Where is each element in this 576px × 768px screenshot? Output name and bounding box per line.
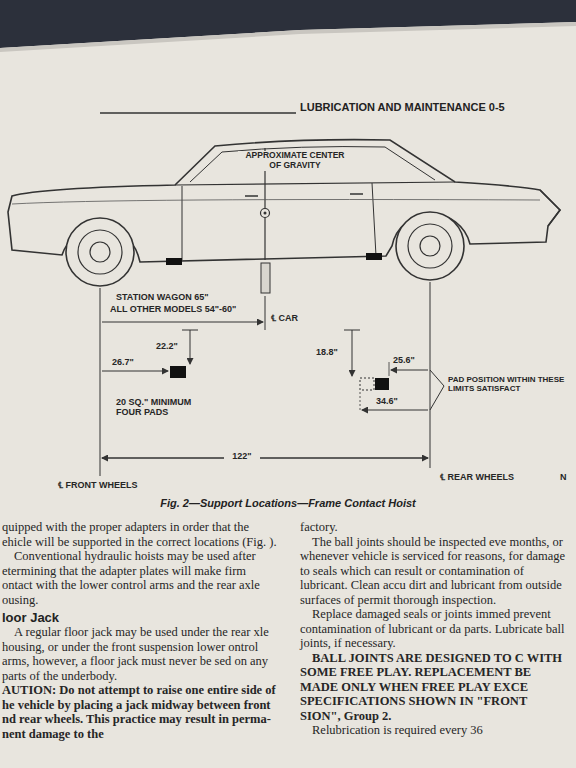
body-paragraph: The ball joints should be inspected eve … xyxy=(300,535,570,608)
dimension-label: APPROXIMATE CENTER OF GRAVITY xyxy=(238,151,352,171)
dimension-label: 122" xyxy=(224,451,260,461)
dimension-label: 34.6" xyxy=(376,396,416,406)
drawing-line xyxy=(350,193,363,195)
drawing-circle xyxy=(261,209,270,218)
drawing-line xyxy=(372,183,376,256)
drawing-line xyxy=(265,296,266,330)
drawing-line xyxy=(102,322,263,323)
dimension-label: 25.6" xyxy=(393,355,427,365)
drawing-line xyxy=(362,410,428,411)
dimension-label: ℄ CAR xyxy=(271,313,321,323)
dimension-label: N xyxy=(560,472,572,482)
drawing-line xyxy=(102,458,428,459)
drawing-rect xyxy=(170,366,186,378)
dimension-label: PAD POSITION WITHIN THESE LIMITS SATISFA… xyxy=(448,375,572,393)
drawing-path xyxy=(175,182,455,185)
drawing-line xyxy=(102,458,428,459)
drawing-path xyxy=(190,147,435,182)
section-heading: loor Jack xyxy=(2,610,278,625)
text-column: quipped with the proper adapters in orde… xyxy=(2,520,278,741)
drawing-line xyxy=(245,195,258,197)
drawing-line xyxy=(389,362,390,376)
drawing-circle xyxy=(78,230,122,274)
figure-caption: Fig. 2—Support Locations—Frame Contact H… xyxy=(0,497,576,509)
body-paragraph: A regular floor jack may be used under t… xyxy=(2,625,278,683)
drawing-circle xyxy=(420,236,440,256)
drawing-line xyxy=(391,370,428,371)
drawing-rect xyxy=(166,258,182,265)
body-paragraph: Conventional hydraulic hoists may be use… xyxy=(2,549,278,607)
dimension-label: 18.8" xyxy=(316,347,350,357)
drawing-rect xyxy=(261,263,270,293)
drawing-line xyxy=(102,371,168,372)
drawing-line xyxy=(182,330,198,331)
drawing-line xyxy=(352,330,353,376)
body-paragraph: BALL JOINTS ARE DESIGNED TO C WITH SOME … xyxy=(300,651,570,724)
drawing-polygon xyxy=(0,0,576,48)
dimension-label: ℄ REAR WHEELS xyxy=(440,472,550,482)
body-paragraph: quipped with the proper adapters in orde… xyxy=(2,520,278,549)
drawing-line xyxy=(100,288,101,476)
drawing-line xyxy=(360,392,361,412)
drawing-path xyxy=(12,200,540,205)
drawing-path xyxy=(430,370,444,410)
drawing-rect xyxy=(366,253,382,260)
dimension-label: 20 SQ." MINIMUM FOUR PADS xyxy=(116,397,208,418)
drawing-circle xyxy=(66,218,134,286)
drawing-path xyxy=(540,190,560,226)
drawing-circle xyxy=(408,224,452,268)
drawing-circle xyxy=(264,212,267,215)
drawing-line xyxy=(430,282,431,468)
drawing-line xyxy=(182,186,183,260)
drawing-circle xyxy=(396,212,464,280)
drawing-line xyxy=(344,330,360,331)
body-paragraph: Relubrication is required every 36 xyxy=(300,723,570,738)
text-column: factory.The ball joints should be inspec… xyxy=(300,520,570,738)
drawing-line xyxy=(100,112,296,114)
drawing-polygon xyxy=(0,22,576,52)
dimension-label: ℄ FRONT WHEELS xyxy=(58,480,178,490)
drawing-rect xyxy=(375,378,389,390)
drawing-rect xyxy=(360,378,374,390)
dimension-label: 22.2" xyxy=(156,341,188,351)
drawing-circle xyxy=(90,242,110,262)
body-paragraph: Replace damaged seals or joints immed pr… xyxy=(300,607,570,651)
dimension-label: STATION WAGON 65" xyxy=(116,292,266,302)
dimension-label: ALL OTHER MODELS 54"-60" xyxy=(110,304,270,314)
dimension-label: 26.7" xyxy=(112,357,152,367)
body-paragraph: AUTION: Do not attempt to raise one enti… xyxy=(2,683,278,741)
page-header: LUBRICATION AND MAINTENANCE 0-5 xyxy=(300,101,505,113)
body-paragraph: factory. xyxy=(300,520,570,535)
drawing-line xyxy=(190,330,191,364)
